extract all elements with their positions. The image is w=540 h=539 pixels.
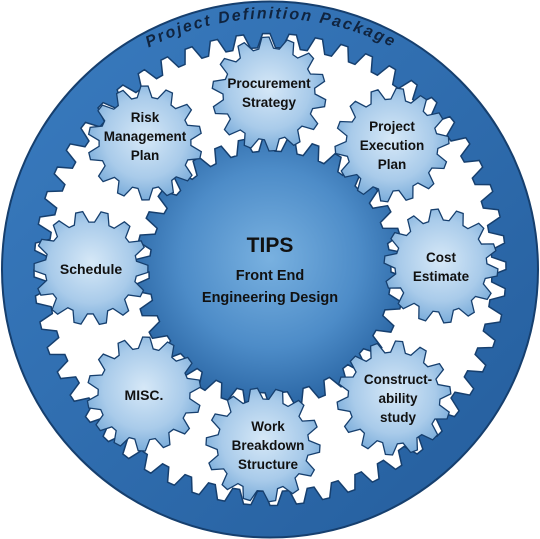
gear-cost-estimate: Cost Estimate [383, 208, 499, 324]
center-label: TIPS Front End Engineering Design [202, 234, 338, 306]
gear-execution-line2: Execution [360, 138, 425, 153]
gear-risk-management: Risk Management Plan [87, 85, 203, 201]
center-subtitle-line2: Engineering Design [202, 290, 338, 306]
gear-procurement-line1: Procurement [227, 76, 311, 91]
gear-risk-line3: Plan [131, 148, 160, 163]
gear-constructability: Construct- ability study [336, 340, 452, 456]
gear-execution-line1: Project [369, 119, 415, 134]
gear-misc: MISC. [86, 336, 202, 452]
gear-procurement-line2: Strategy [242, 95, 297, 110]
gear-schedule: Schedule [33, 210, 149, 326]
gear-execution-line3: Plan [378, 157, 407, 172]
gear-risk-line2: Management [104, 129, 187, 144]
gear-misc-line1: MISC. [125, 387, 164, 403]
center-gear [134, 136, 406, 408]
gear-constructability-line3: study [380, 410, 416, 425]
gear-wbs-line2: Breakdown [232, 438, 305, 453]
gear-cost-line1: Cost [426, 250, 457, 265]
gear-risk-line1: Risk [131, 110, 160, 125]
center-subtitle-line1: Front End [236, 268, 304, 284]
gear-wbs: Work Breakdown Structure [205, 387, 321, 503]
gear-wbs-line3: Structure [238, 457, 299, 472]
gear-constructability-line2: ability [378, 391, 418, 406]
center-title: TIPS [247, 234, 294, 257]
gear-constructability-line1: Construct- [364, 372, 432, 387]
gear-project-execution: Project Execution Plan [334, 87, 450, 203]
gear-schedule-line1: Schedule [60, 261, 122, 277]
gear-cost-line2: Estimate [413, 269, 470, 284]
gear-procurement: Procurement Strategy [211, 36, 327, 152]
gear-wbs-line1: Work [251, 419, 285, 434]
satellite-gears: Procurement Strategy Project Execution P… [33, 36, 499, 503]
